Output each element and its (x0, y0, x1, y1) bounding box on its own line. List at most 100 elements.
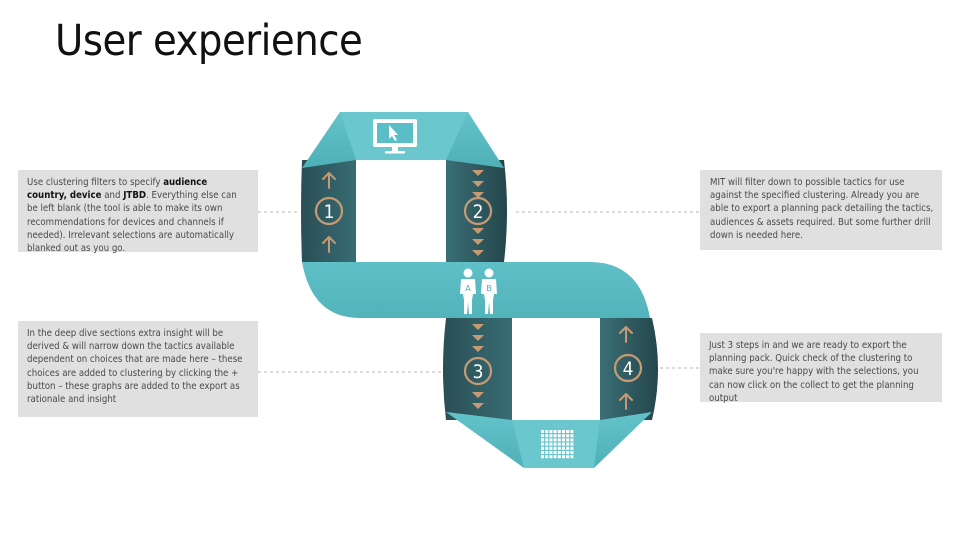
step-3-number: 3 (473, 361, 484, 383)
grid-export-icon (541, 430, 574, 459)
person-b: B (481, 268, 497, 314)
grid-cell (557, 442, 561, 446)
arrow-up-icon (619, 393, 633, 410)
note-text: and (101, 190, 124, 202)
grid-cell (566, 446, 570, 450)
grid-cell (549, 446, 553, 450)
grid-cell (553, 430, 557, 433)
band-middle (302, 262, 650, 318)
middle-band (302, 262, 650, 318)
note-emphasis: audience country, device (27, 177, 208, 202)
grid-cell (566, 430, 570, 433)
grid-cell (570, 455, 574, 459)
grid-cell (553, 455, 557, 459)
grid-cell (562, 455, 565, 459)
grid-cell (541, 438, 544, 442)
grid-cell (549, 434, 553, 438)
step-3-marker: 3 (463, 356, 493, 386)
grid-cell (549, 451, 553, 454)
grid-cell (570, 442, 574, 446)
chevron-down-icon (472, 346, 484, 352)
grid-cell (562, 451, 565, 454)
grid-cell (570, 451, 574, 454)
chevron-down-icon (472, 403, 484, 409)
grid-cell (549, 438, 553, 442)
band-step-4 (600, 318, 658, 420)
arrow-up-icon (322, 236, 336, 253)
monitor-cursor-icon (373, 119, 417, 154)
grid-cell (557, 434, 561, 438)
arrow-up-icon (322, 172, 336, 189)
grid-cell (541, 434, 544, 438)
step-1-number: 1 (324, 201, 335, 223)
step-2-marker: 2 (463, 196, 493, 226)
chevron-down-icon (472, 170, 484, 176)
chevron-down-icon (472, 192, 484, 198)
step-4-marker: 4 (613, 353, 643, 383)
note-text: In the deep dive sections extra insight … (27, 328, 243, 406)
grid-cell (549, 442, 553, 446)
grid-cell (545, 434, 549, 438)
chevron-down-icon (472, 228, 484, 234)
grid-cell (557, 430, 561, 433)
chevron-down-icon (472, 250, 484, 256)
grid-cell (541, 455, 544, 459)
grid-cell (570, 430, 574, 433)
band-step-2 (446, 160, 507, 262)
grid-cell (557, 455, 561, 459)
upper-loop (301, 112, 507, 262)
grid-cell (541, 430, 544, 433)
grid-cell (566, 438, 570, 442)
grid-cell (566, 455, 570, 459)
band-step-1 (301, 160, 356, 262)
grid-cell (553, 442, 557, 446)
band-step-3 (443, 318, 512, 420)
chevron-down-icon (472, 392, 484, 398)
chevron-down-icon (472, 181, 484, 187)
grid-cell (553, 438, 557, 442)
arrow-up-icon (619, 326, 633, 343)
grid-cell (562, 442, 565, 446)
note-text: Use clustering filters to specify (27, 177, 164, 188)
grid-cell (553, 446, 557, 450)
chevrons-step-2 (472, 170, 484, 256)
grid-cell (545, 430, 549, 433)
grid-cell (553, 434, 557, 438)
note-text: . Everything else can be left blank (the… (27, 190, 237, 255)
step-1-marker: 1 (314, 196, 344, 226)
chevrons-step-3 (472, 324, 484, 409)
grid-cell (557, 446, 561, 450)
grid-cell (541, 442, 544, 446)
note-step-1: Use clustering filters to specify audien… (18, 170, 258, 255)
step-2-number: 2 (473, 201, 484, 223)
grid-cell (545, 455, 549, 459)
step-4-number: 4 (623, 358, 634, 380)
grid-cell (562, 434, 565, 438)
chevron-down-icon (472, 335, 484, 341)
person-b-label: B (486, 284, 492, 293)
arrows-step-4 (619, 326, 633, 410)
grid-cell (545, 442, 549, 446)
person-a-label: A (465, 284, 471, 293)
grid-cell (557, 451, 561, 454)
grid-cell (562, 446, 565, 450)
grid-cell (545, 446, 549, 450)
note-step-4: Just 3 steps in and we are ready to expo… (700, 333, 942, 404)
note-step-2: MIT will filter down to possible tactics… (700, 170, 942, 250)
note-text: MIT will filter down to possible tactics… (710, 177, 934, 241)
arrows-step-1 (322, 172, 336, 253)
grid-cell (545, 451, 549, 454)
grid-cell (553, 451, 557, 454)
grid-cell (566, 451, 570, 454)
grid-cell (562, 438, 565, 442)
grid-cell (570, 438, 574, 442)
grid-cell (541, 451, 544, 454)
note-step-3: In the deep dive sections extra insight … (18, 321, 258, 417)
grid-cell (562, 430, 565, 433)
grid-cell (545, 438, 549, 442)
grid-cell (566, 434, 570, 438)
grid-cell (566, 442, 570, 446)
connectors (258, 211, 700, 373)
note-text: Just 3 steps in and we are ready to expo… (709, 340, 919, 404)
